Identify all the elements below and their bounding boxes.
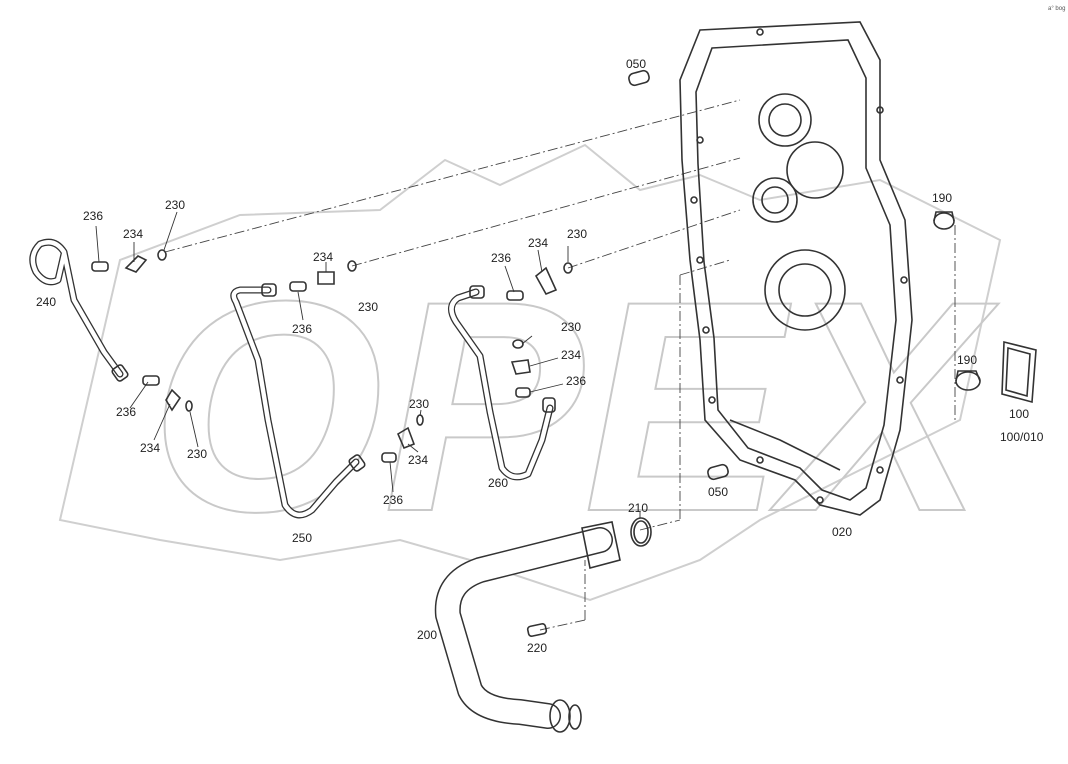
housing-rib bbox=[729, 419, 841, 471]
label-230-b: 230 bbox=[358, 300, 378, 314]
leader-lines bbox=[95, 211, 641, 518]
watermark-text: OPEX bbox=[150, 238, 999, 574]
ring-210 bbox=[630, 517, 652, 547]
label-230-a: 230 bbox=[165, 198, 185, 212]
label-190-bottom: 190 bbox=[957, 353, 977, 367]
housing-bore-1-inner bbox=[768, 103, 802, 137]
label-236-a: 236 bbox=[83, 209, 103, 223]
label-100: 100 bbox=[1009, 407, 1029, 421]
oring-230-c bbox=[563, 262, 573, 274]
label-240: 240 bbox=[36, 295, 56, 309]
housing-bore-main-inner bbox=[778, 263, 832, 317]
bolt-236-c bbox=[506, 290, 524, 301]
callout-labels: 050 050 190 190 100 100/010 020 210 200 … bbox=[36, 57, 1044, 655]
plug-190-bottom bbox=[955, 370, 981, 391]
tube-260 bbox=[448, 285, 556, 481]
label-260: 260 bbox=[488, 476, 508, 490]
housing-bore-2 bbox=[786, 141, 844, 199]
bolts-236 bbox=[91, 261, 531, 463]
pipe-200-flange bbox=[581, 521, 621, 569]
bolt-236-d bbox=[515, 387, 531, 398]
label-250: 250 bbox=[292, 531, 312, 545]
pin-050-top bbox=[628, 69, 650, 87]
label-020: 020 bbox=[832, 525, 852, 539]
plug-190-top bbox=[933, 211, 955, 230]
pin-050-bottom bbox=[707, 463, 729, 481]
housing-bore-main bbox=[764, 249, 846, 331]
label-230-c: 230 bbox=[567, 227, 587, 241]
clamp-234-b bbox=[317, 271, 335, 285]
housing-020 bbox=[679, 21, 913, 516]
housing-bore-1 bbox=[758, 93, 812, 147]
label-234-b: 234 bbox=[313, 250, 333, 264]
label-234-c: 234 bbox=[528, 236, 548, 250]
label-230-f: 230 bbox=[409, 397, 429, 411]
label-234-e: 234 bbox=[140, 441, 160, 455]
label-230-d: 230 bbox=[561, 320, 581, 334]
oring-230-b bbox=[347, 260, 357, 272]
bolt-236-b bbox=[289, 281, 307, 292]
bolt-236-e bbox=[142, 375, 160, 386]
label-234-a: 234 bbox=[123, 227, 143, 241]
label-200: 200 bbox=[417, 628, 437, 642]
clamp-234-f bbox=[396, 426, 416, 450]
pipe-200 bbox=[434, 521, 621, 733]
clamps-234 bbox=[124, 255, 558, 450]
housing-outer-flange bbox=[679, 21, 913, 516]
label-100-010: 100/010 bbox=[1000, 430, 1044, 444]
bolt-220 bbox=[526, 622, 548, 638]
watermark-gear-outline bbox=[58, 143, 1002, 602]
housing-inner-rim bbox=[695, 39, 897, 501]
label-236-f: 236 bbox=[383, 493, 403, 507]
label-236-c: 236 bbox=[491, 251, 511, 265]
housing-bore-3 bbox=[752, 177, 798, 223]
tube-240 bbox=[29, 238, 129, 382]
label-234-f: 234 bbox=[408, 453, 428, 467]
tube-250 bbox=[230, 283, 366, 519]
alignment-lines bbox=[164, 99, 956, 631]
corner-mark: a° bog bbox=[1048, 6, 1065, 12]
pipe-200-end bbox=[549, 699, 571, 733]
label-050-top: 050 bbox=[626, 57, 646, 71]
clamp-234-c bbox=[534, 266, 558, 296]
clamp-234-a bbox=[124, 255, 148, 273]
label-050-bottom: 050 bbox=[708, 485, 728, 499]
oring-230-d bbox=[512, 339, 524, 349]
label-236-b: 236 bbox=[292, 322, 312, 336]
cover-plate-100 bbox=[1001, 340, 1037, 404]
oring-230-a bbox=[157, 249, 167, 261]
watermark: OPEX bbox=[58, 143, 1002, 602]
clamp-234-e bbox=[165, 388, 182, 412]
housing-bore-3-inner bbox=[761, 186, 789, 214]
bolt-236-a bbox=[91, 261, 109, 272]
label-190-top: 190 bbox=[932, 191, 952, 205]
oring-230-e bbox=[185, 400, 193, 412]
label-230-e: 230 bbox=[187, 447, 207, 461]
label-210: 210 bbox=[628, 501, 648, 515]
clamp-234-d bbox=[510, 359, 531, 375]
bolt-236-f bbox=[381, 452, 397, 463]
label-236-e: 236 bbox=[116, 405, 136, 419]
label-236-d: 236 bbox=[566, 374, 586, 388]
label-220: 220 bbox=[527, 641, 547, 655]
label-234-d: 234 bbox=[561, 348, 581, 362]
